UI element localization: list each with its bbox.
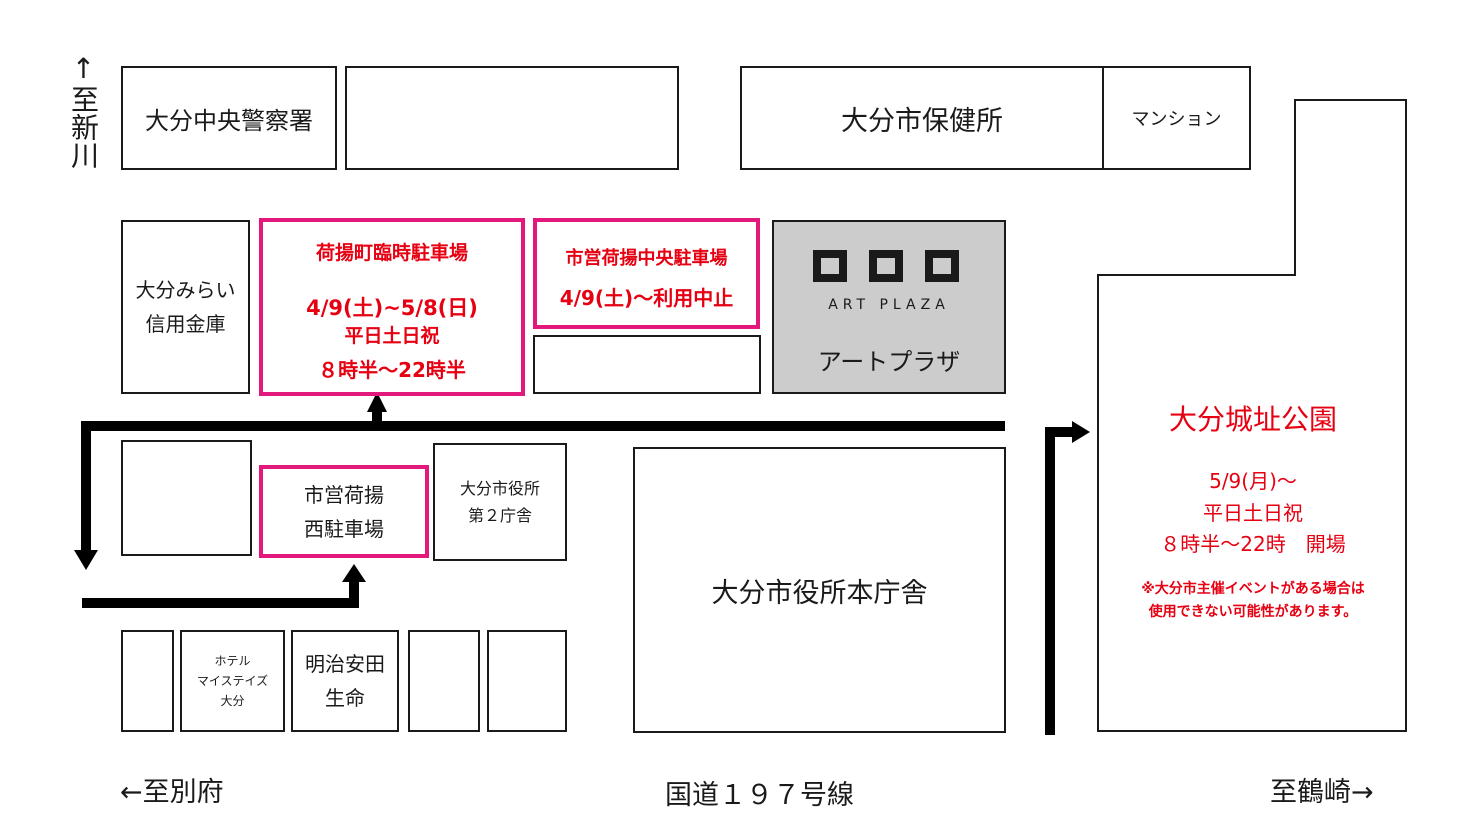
arrow-right-park-head [1072,421,1090,443]
park-route-line [1045,427,1072,735]
unnamed-building-b2 [408,630,480,732]
art-plaza: ART PLAZA アートプラザ [772,220,1006,394]
park-dates: 5/9(月)～ [1209,469,1297,493]
unnamed-building-small [533,335,761,394]
hotel-mystays: ホテル マイステイズ 大分 [180,630,285,732]
park-note: ※大分市主催イベントがある場合は 使用できない可能性があります。 [1141,581,1365,620]
arrow-up-west-head [342,564,366,582]
unnamed-building-b3 [487,630,567,732]
art-plaza-name: アートプラザ [817,348,961,376]
mansion: マンション [1102,66,1251,170]
temp-lot-days: 平日土日祝 [344,325,440,347]
police-station: 大分中央警察署 [121,66,337,170]
temporary-parking-lot: 荷揚町臨時駐車場 4/9(土)~5/8(日) 平日土日祝 ８時半～22時半 [259,218,525,396]
temp-lot-title: 荷揚町臨時駐車場 [315,242,468,264]
mirai-credit-bank: 大分みらい 信用金庫 [121,220,250,394]
unnamed-building-b1 [121,630,174,732]
central-lot-notice: 4/9(土)～利用中止 [559,286,734,310]
west-direction-label: ←至別府 [120,777,224,808]
health-center: 大分市保健所 [740,66,1104,170]
park-name: 大分城址公園 [1168,403,1337,436]
unnamed-building-top [345,66,679,170]
city-hall-main: 大分市役所本庁舎 [633,447,1006,733]
arrow-down-head [74,550,98,570]
central-lot-title: 市営荷揚中央駐車場 [565,248,728,269]
art-plaza-logo-text: ART PLAZA [828,297,950,313]
park-days: 平日土日祝 [1203,501,1303,525]
temp-lot-dates: 4/9(土)~5/8(日) [306,296,478,320]
north-direction-label: ↑至新川 [67,52,100,169]
unnamed-building-left [121,440,252,556]
temp-lot-hours: ８時半～22時半 [318,358,466,382]
arrow-up-temp-head [367,392,387,412]
west-lot-route-line [82,582,359,608]
main-route-line [81,421,1005,550]
city-hall-annex-2: 大分市役所 第２庁舎 [433,443,567,561]
west-parking-lot: 市営荷揚 西駐車場 [259,465,429,558]
central-parking-lot: 市営荷揚中央駐車場 4/9(土)～利用中止 [533,218,760,329]
meiji-yasuda-building: 明治安田 生命 [291,630,399,732]
route-197-label: 国道１９７号線 [665,780,854,811]
art-plaza-logo-icon [813,250,959,282]
park-hours: ８時半～22時 開場 [1160,532,1346,556]
east-direction-label: 至鶴崎→ [1270,777,1374,808]
